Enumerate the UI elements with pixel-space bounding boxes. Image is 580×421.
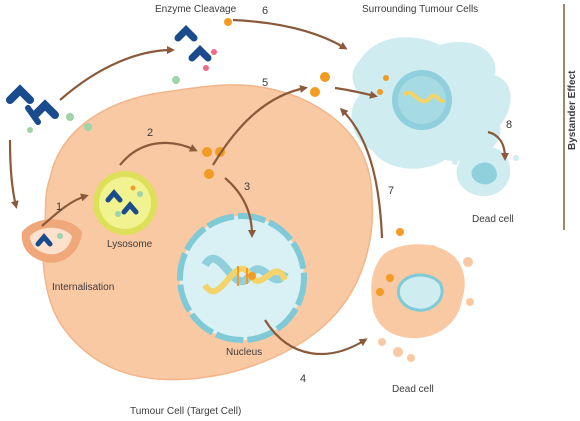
step-5: 5 [262,77,268,89]
label-dead-cell-right: Dead cell [472,214,514,225]
pathway-arrows [8,18,509,356]
label-tumour-cell: Tumour Cell (Target Cell) [130,406,241,417]
step-8: 8 [506,119,512,131]
label-lysosome: Lysosome [107,239,153,250]
label-internalisation: Internalisation [52,282,114,293]
antibody-drug-conjugate [6,84,92,133]
surrounding-tumour-cell [351,37,511,169]
label-bystander-effect: Bystander Effect [567,70,578,150]
dead-cell-bottom [371,244,474,362]
step-1: 1 [56,201,62,213]
step-2: 2 [147,127,153,139]
dead-cell-right [452,146,519,197]
step-6: 6 [262,5,268,17]
step-7: 7 [388,185,394,197]
lysosome [93,171,157,235]
label-nucleus: Nucleus [226,347,262,358]
step-4: 4 [300,373,306,385]
label-dead-cell-bottom: Dead cell [392,384,434,395]
label-surrounding-tumour-cells: Surrounding Tumour Cells [362,4,478,15]
nucleus [177,213,307,343]
internalisation-vesicle [21,219,82,263]
cleaved-antibody [172,18,232,84]
step-3: 3 [244,181,250,193]
label-enzyme-cleavage: Enzyme Cleavage [155,4,237,15]
